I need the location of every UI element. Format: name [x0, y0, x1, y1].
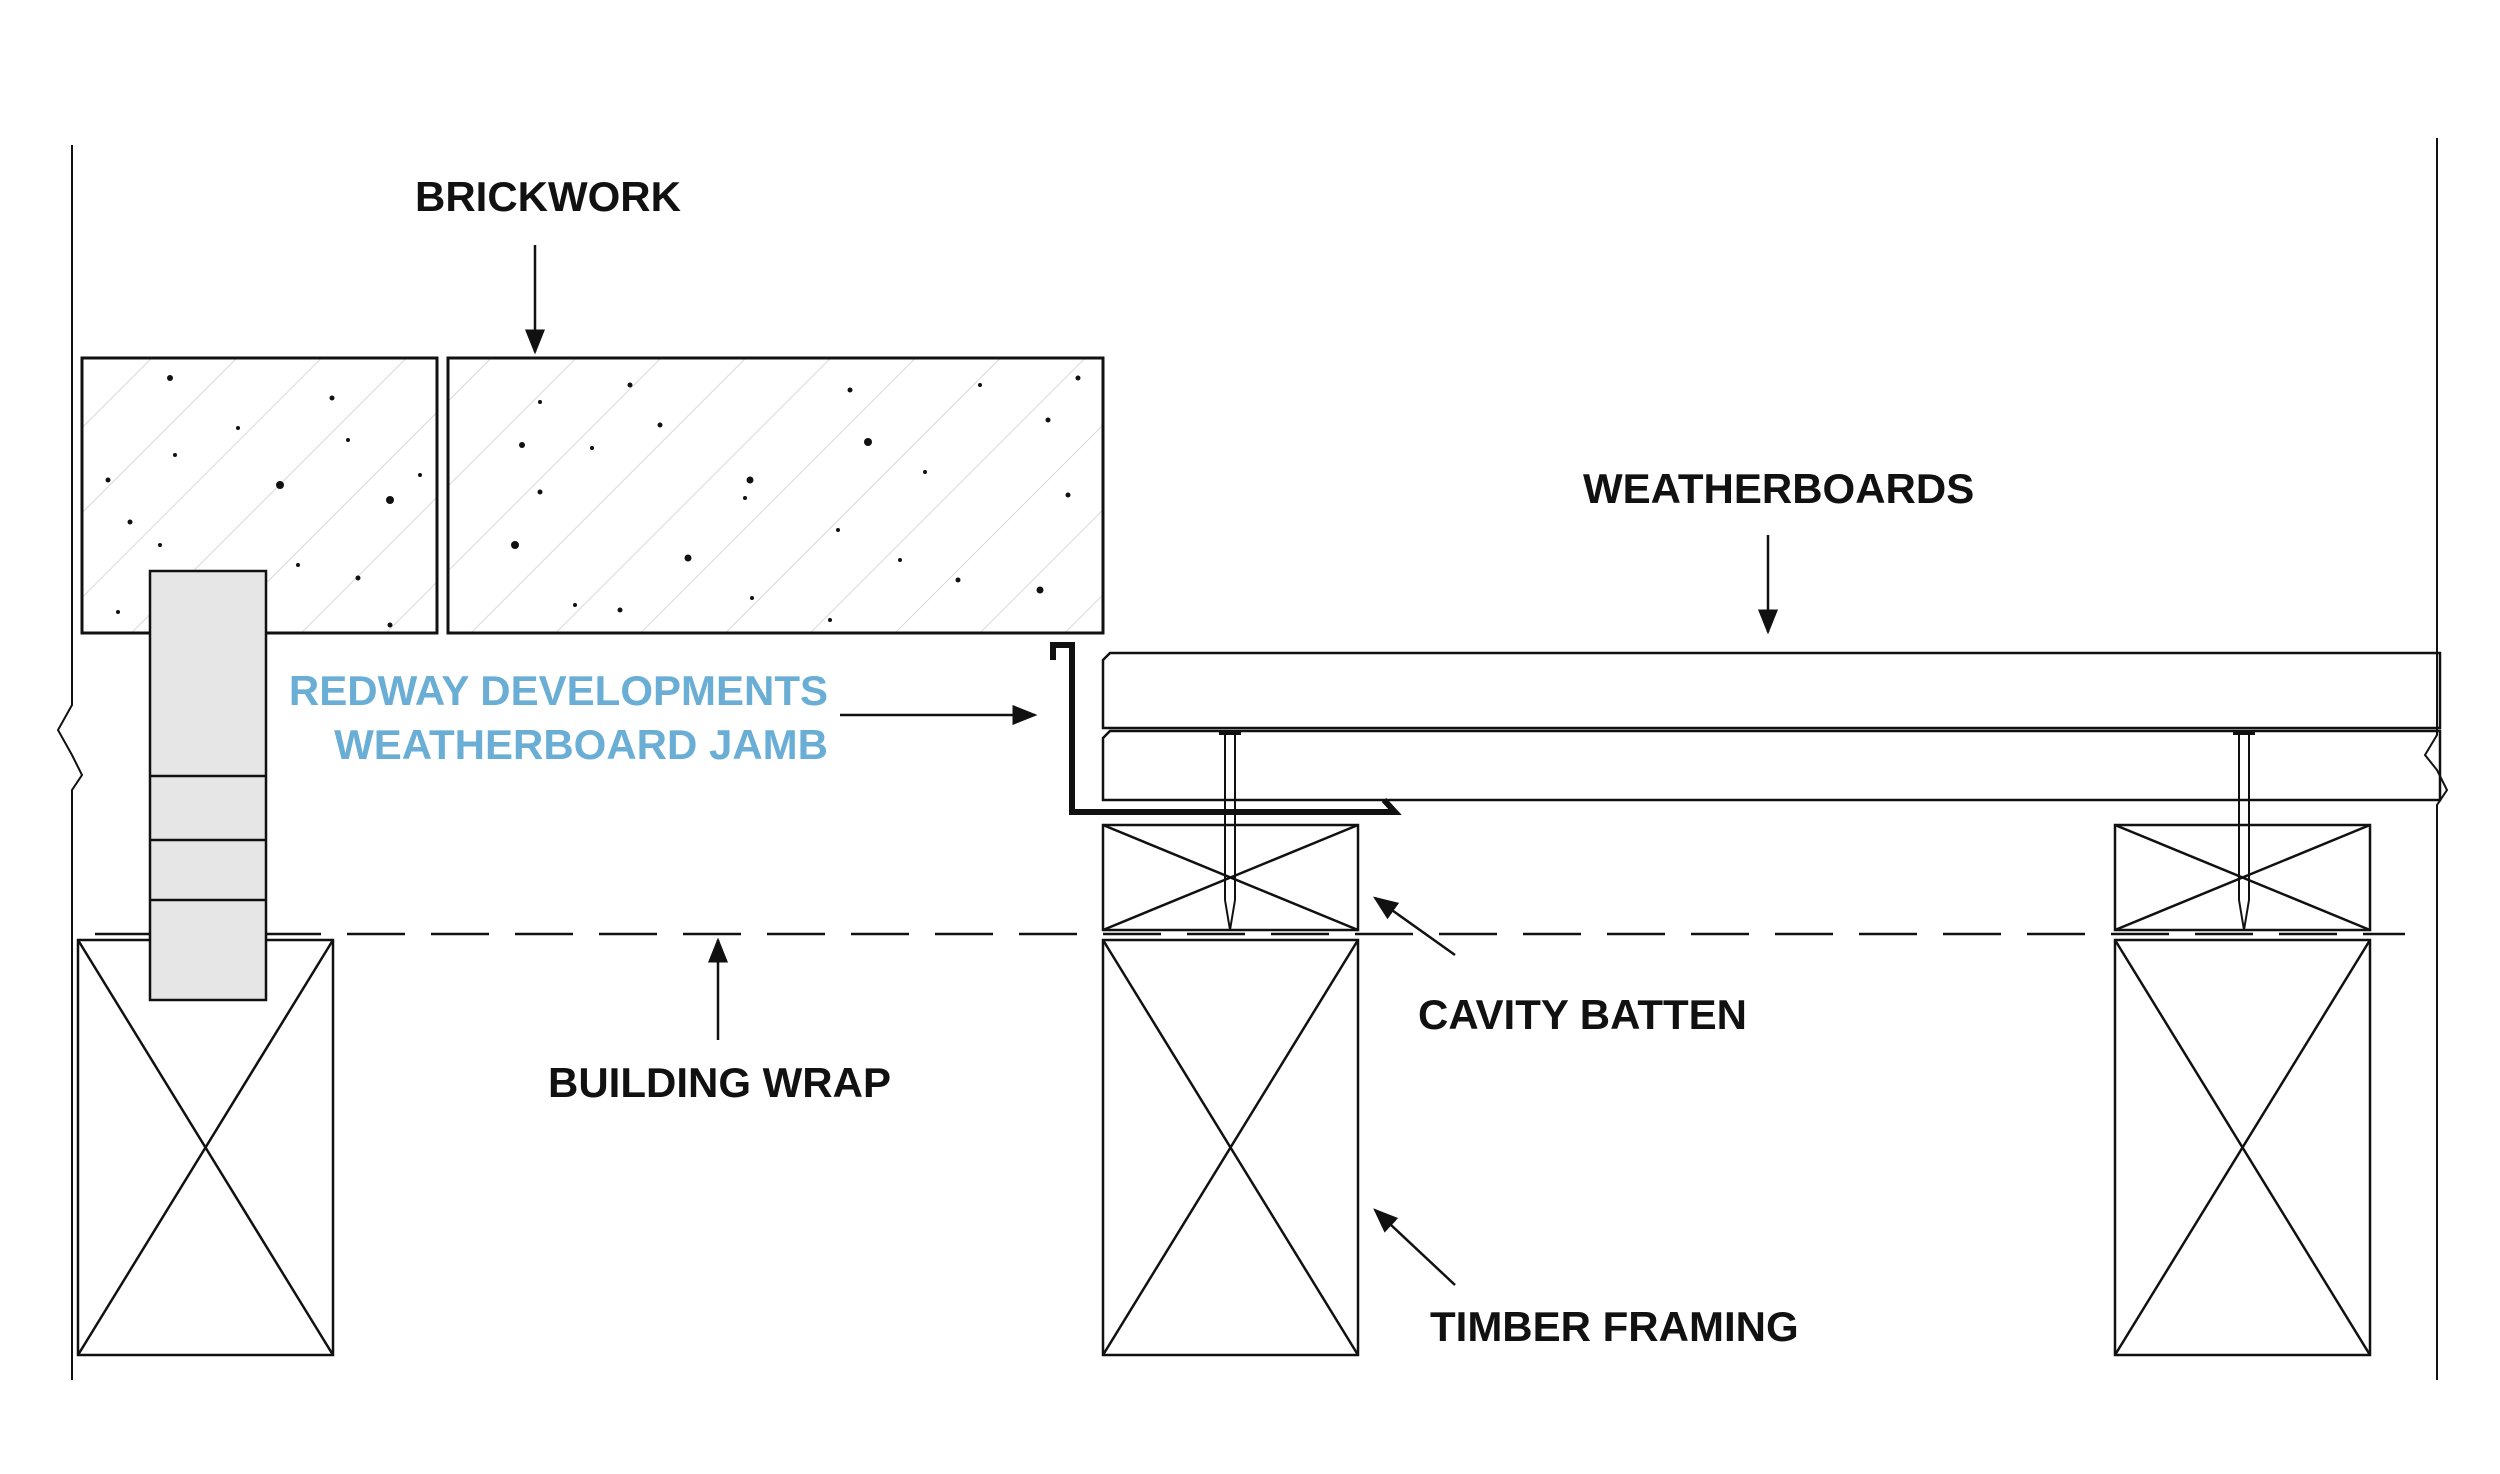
weatherboards-label: WEATHERBOARDS [1583, 465, 1975, 512]
brickwork-label: BRICKWORK [415, 173, 681, 220]
weatherboards [1101, 651, 2442, 802]
weatherboard-upper [1101, 651, 2442, 730]
timber-framing-stud-left [76, 938, 335, 1357]
brick-tie [148, 569, 268, 1002]
jamb-label-line2: WEATHERBOARD JAMB [334, 721, 828, 768]
building-wrap-label: BUILDING WRAP [548, 1059, 891, 1106]
timber-framing-stud-right [2113, 938, 2372, 1357]
nail-right [2233, 731, 2255, 931]
cavity-batten-left [1101, 823, 1360, 932]
nail-left [1219, 731, 1241, 931]
jamb-label-line1: REDWAY DEVELOPMENTS [288, 667, 828, 714]
weatherboard-jamb [1050, 642, 1402, 815]
brick-speckles [105, 375, 1081, 628]
brickwork [80, 356, 1105, 635]
cavity-batten-right [2113, 823, 2372, 932]
boundary-left [56, 145, 84, 1380]
timber-framing-stud-middle [1101, 938, 1360, 1357]
leader-arrows [525, 245, 1778, 1286]
cavity-batten-label: CAVITY BATTEN [1418, 991, 1748, 1038]
cavity-batten-arrow [1372, 896, 1456, 957]
timber-framing-label: TIMBER FRAMING [1430, 1303, 1799, 1350]
weatherboard-lower [1101, 729, 2442, 802]
timber-framing-arrow [1373, 1208, 1456, 1286]
brick-right [446, 356, 1105, 635]
boundary-right [2423, 138, 2449, 1380]
